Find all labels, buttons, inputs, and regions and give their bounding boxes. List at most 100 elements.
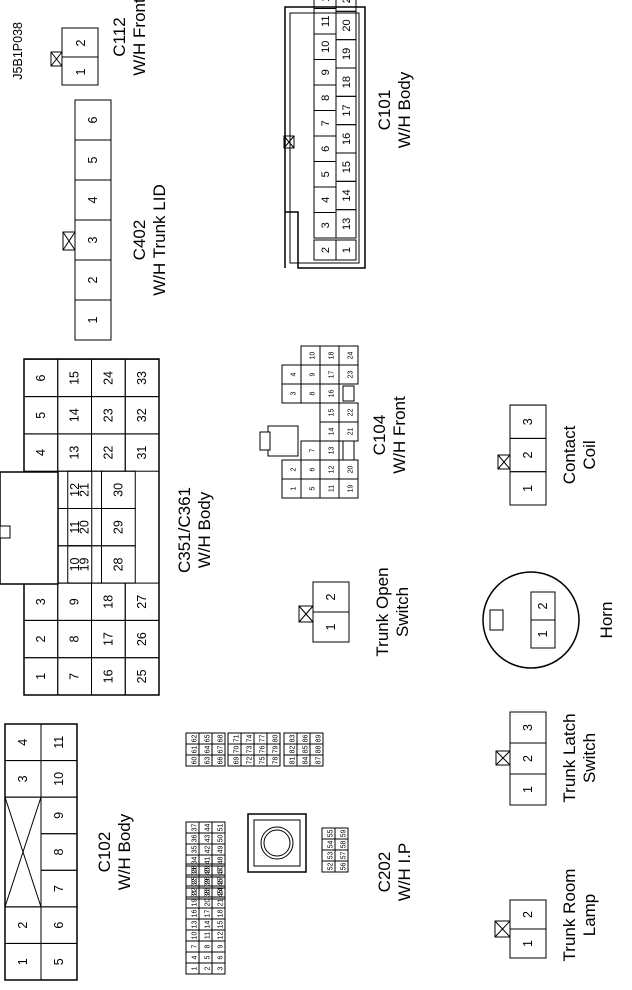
c101-inner [289,12,360,264]
c104-blank-2 [342,385,355,402]
c202-pin-20: 20 [205,899,212,907]
c102-pin-9: 9 [52,812,66,819]
trunk-room-pins: 12 [509,899,547,959]
c402-pin-4: 4 [86,196,100,203]
c104-latch-tab [259,431,271,451]
c202-pin-34: 34 [192,857,199,865]
c202-pin-11: 11 [205,932,212,939]
c202-pin-9: 9 [218,944,225,948]
c351-pin-26: 26 [135,632,149,646]
c202-pin-60: 60 [192,757,199,765]
c104-blank [342,440,355,461]
c202-pin-16: 16 [192,910,199,918]
c112-pin-1: 1 [74,68,88,75]
c202-pin-29: 29 [205,866,212,874]
c101-pin-2-cell [313,239,337,261]
c202-pin-86: 86 [303,735,310,743]
c102-label-name: C102 [95,832,114,873]
c202-pin-36: 36 [192,835,199,843]
c101-label-name: C101 [375,90,394,131]
c402-pin-6: 6 [86,116,100,123]
trunk-latch-pin-3-cell [509,711,547,744]
figure-code: J5B1P038 [11,22,25,80]
c101-pin-1: 1 [341,247,353,253]
trunk-latch-latch-icon [495,750,511,766]
horn-pin-2: 2 [536,602,550,609]
c104-pin-2: 2 [291,467,298,471]
c101-pin-7: 7 [320,120,332,126]
c101-pin-5: 5 [320,171,332,177]
c202-center-inner [253,819,301,867]
c101-pin-13: 13 [341,218,353,230]
c351-pin-16: 16 [101,669,115,683]
c202-pin-69: 69 [234,757,241,765]
c402-pin-5: 5 [86,156,100,163]
c202-pin-17: 17 [205,910,212,918]
c104-pin-6: 6 [310,467,317,471]
trunk-latch-pin-2: 2 [521,755,535,762]
c202-pin-46: 46 [218,879,225,887]
c202-pin-64: 64 [205,746,212,754]
c351-pin-5: 5 [34,412,48,419]
trunk-open-pin-1: 1 [324,623,338,630]
c104-pin-11: 11 [329,485,336,492]
c202-pin-59-cell [334,827,349,840]
c101-pin-14: 14 [341,189,353,201]
connector-horn: 12 Horn [482,571,616,669]
c202-pin-37: 37 [192,824,199,832]
c112-pin-2: 2 [74,39,88,46]
trunk-open-pin-2: 2 [324,593,338,600]
trunk-room-label-1: Trunk Room [560,869,579,962]
c202-pin-83: 83 [290,735,297,743]
c104-pin-10: 10 [310,352,317,360]
c104-pin-20: 20 [348,466,355,474]
c102-pin-1: 1 [16,958,30,965]
c101-outer [284,6,366,269]
c351-pin-31: 31 [135,446,149,460]
c202-pin-67: 67 [218,746,225,754]
c104-pin-1: 1 [291,486,298,490]
c202-pin-41: 41 [205,857,212,865]
c351-pin-2: 2 [34,636,48,643]
trunk-open-label-2: Switch [393,587,412,637]
c101-pin-18: 18 [341,76,353,88]
c202-center-block [247,813,307,873]
c104-pin-9: 9 [310,372,317,376]
c402-pin-2: 2 [86,276,100,283]
trunk-open-pin-2-cell [312,581,350,613]
c104-pin-23: 23 [348,371,355,379]
trunk-latch-label-1: Trunk Latch [560,713,579,802]
c104-latch [267,425,299,457]
c102-pin-3: 3 [16,775,30,782]
c202-pin-31: 31 [192,890,199,898]
c351-pin-6: 6 [34,374,48,381]
c104-pin-18: 18 [329,352,336,360]
c101-pin-3: 3 [320,222,332,228]
c101-pin-2: 2 [320,247,332,253]
c101-pin-16: 16 [341,133,353,145]
contact-coil-pin-1: 1 [521,485,535,492]
c351-pin-20: 20 [78,520,92,534]
connector-c112: 1 2 C112 W/H Front [50,0,149,86]
c202-pin-33: 33 [192,868,199,876]
c104-pin-19: 19 [348,485,355,493]
c202-pin-25: 25 [192,877,199,885]
c101-pin-4: 4 [320,197,332,203]
c351-pin-9: 9 [68,598,82,605]
c104-pin-13: 13 [329,447,336,455]
c101-pin-12: 12 [320,0,332,2]
c101-pin-11: 11 [320,16,332,27]
c202-pin-7: 7 [192,944,199,948]
c351-pin-14: 14 [68,408,82,422]
c202-pin-88: 88 [316,746,323,754]
c202-pin-2: 2 [205,966,212,970]
c351-pin-1: 1 [34,673,48,680]
trunk-room-pin-2-cell [509,899,547,930]
c202-pin-52: 52 [328,863,335,871]
c202-pin-18: 18 [218,910,225,918]
c104-pin-16: 16 [329,390,336,398]
c202-pin-26: 26 [205,877,212,885]
c202-pin-27: 27 [218,877,225,885]
